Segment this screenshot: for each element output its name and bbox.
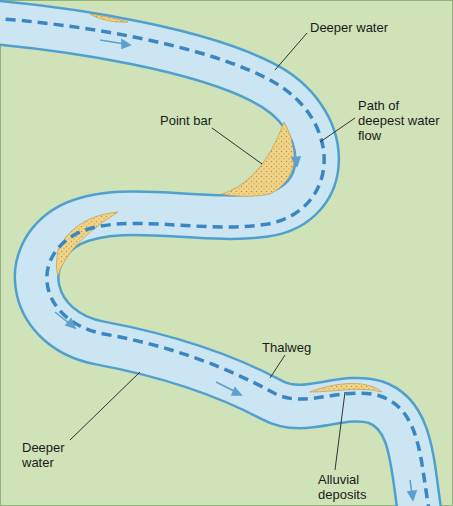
thalweg-label: Path of deepest water flow [358,98,446,143]
thalweg-label: Thalweg [262,340,311,355]
point-bar [57,212,119,276]
depth-label: Deeper water [22,440,82,470]
river-channel [0,22,420,506]
thalweg-line [0,18,430,506]
alluvial-deposit [310,383,382,392]
depth-label: Deeper water [310,20,388,35]
point-bar [222,122,294,196]
deposit-label: Alluvial deposits [318,472,390,502]
leader-lines [70,33,355,470]
alluvial-deposit [90,14,128,22]
point-bar-label: Point bar [160,113,212,128]
